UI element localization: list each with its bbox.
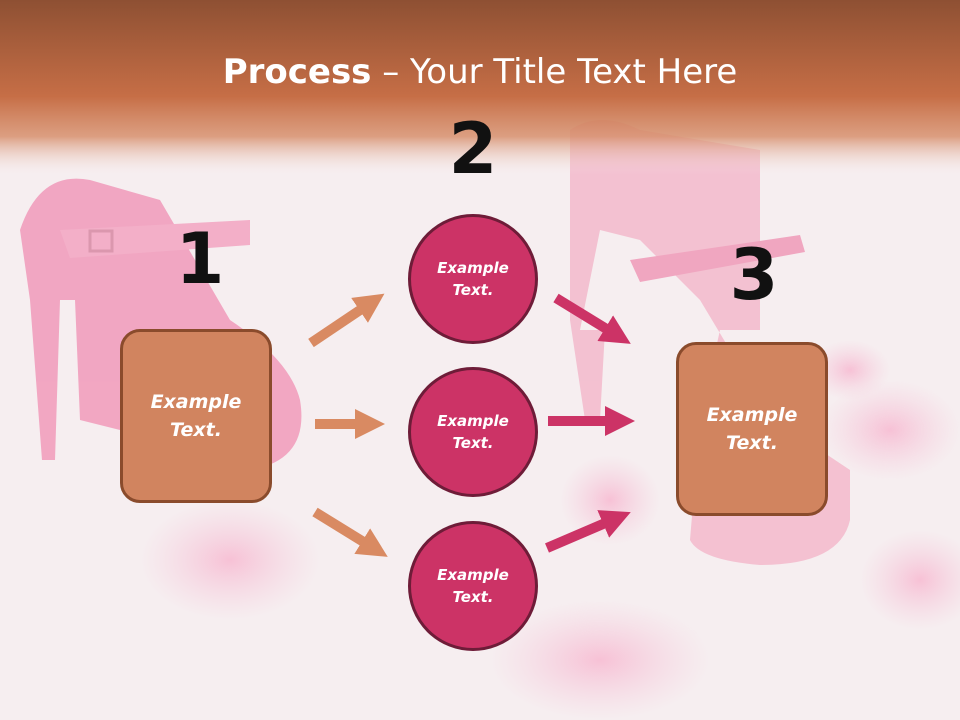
step-3-text: Example Text. — [706, 403, 798, 455]
circle-middle-text: Example Text. — [437, 411, 509, 453]
arrow-top-to-3 — [553, 293, 631, 344]
slide-title: Process – Your Title Text Here — [0, 52, 960, 92]
step-number-1: 1 — [175, 218, 225, 300]
circle-bottom: Example Text. — [408, 521, 538, 651]
step-1-box: Example Text. — [120, 329, 272, 503]
arrow-1-to-bottom — [312, 507, 388, 557]
step-number-3: 3 — [729, 234, 779, 316]
petals-illustration — [140, 340, 960, 720]
title-bold: Process — [222, 52, 372, 92]
circle-middle: Example Text. — [408, 367, 538, 497]
step-1-text: Example Text. — [150, 390, 242, 442]
circle-top-text: Example Text. — [437, 258, 509, 300]
step-number-2: 2 — [448, 108, 498, 190]
arrow-1-to-top — [308, 293, 385, 348]
arrow-bottom-to-3 — [545, 510, 631, 553]
title-rest: – Your Title Text Here — [371, 52, 738, 92]
step-3-box: Example Text. — [676, 342, 828, 516]
circle-bottom-text: Example Text. — [437, 565, 509, 607]
header-band — [0, 0, 960, 175]
circle-top: Example Text. — [408, 214, 538, 344]
